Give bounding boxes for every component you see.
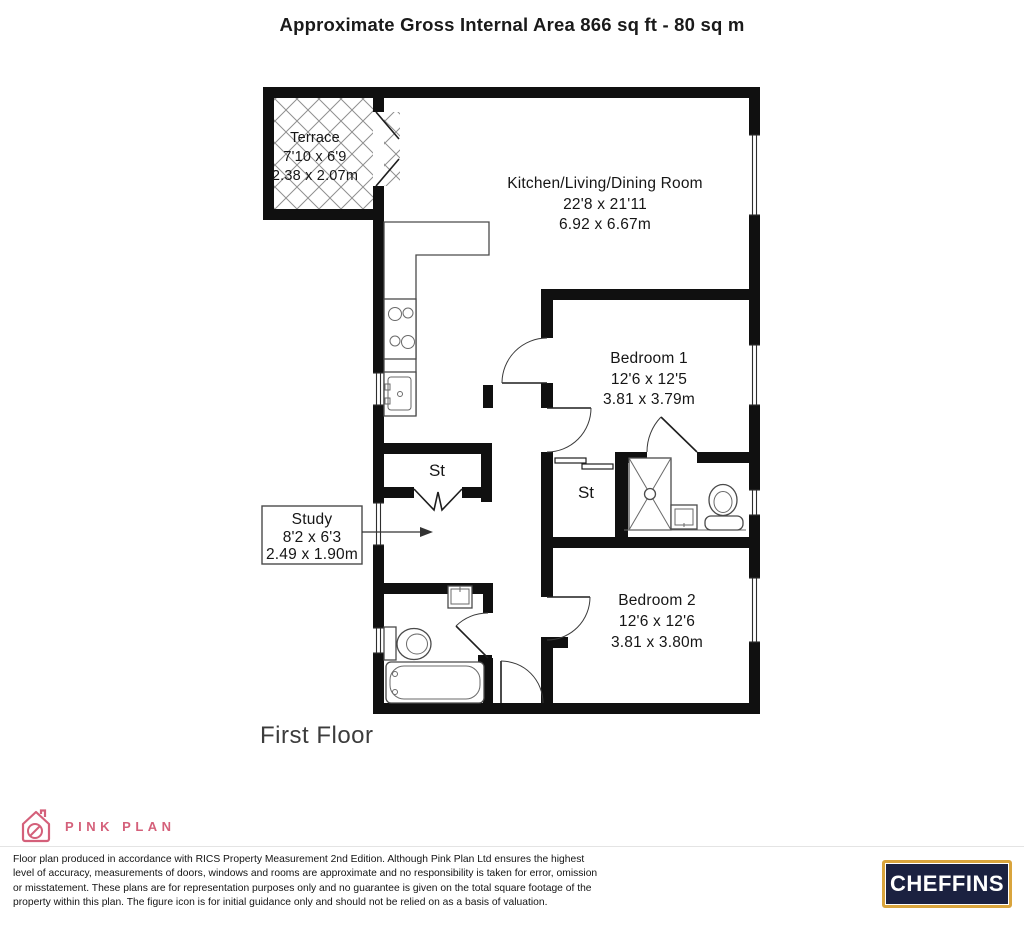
kitchen-name: Kitchen/Living/Dining Room xyxy=(507,175,703,192)
terrace-imperial: 7'10 x 6'9 xyxy=(283,149,346,165)
study-imperial: 8'2 x 6'3 xyxy=(283,529,342,546)
study-arrow-icon xyxy=(420,527,433,537)
bedroom2-imperial: 12'6 x 12'6 xyxy=(619,613,695,630)
storage1-label: St xyxy=(429,461,445,480)
kitchen-hob xyxy=(383,298,417,360)
terrace-name: Terrace xyxy=(290,130,340,146)
shower xyxy=(628,457,672,531)
disclaimer-text: Floor plan produced in accordance with R… xyxy=(13,853,597,911)
pink-plan-brand-text: PINK PLAN xyxy=(65,818,176,834)
disclaimer-line: or misstatement. These plans are for rep… xyxy=(13,882,592,894)
disclaimer-line: property within this plan. The figure ic… xyxy=(13,897,548,909)
ensuite-toilet xyxy=(704,483,744,531)
terrace-hatch xyxy=(274,98,400,209)
room-labels: Terrace 7'10 x 6'9 2.38 x 2.07m Kitchen/… xyxy=(272,130,703,651)
bedroom1-name: Bedroom 1 xyxy=(610,350,688,367)
study-name: Study xyxy=(292,511,333,528)
kitchen-sink xyxy=(383,371,417,417)
kitchen-imperial: 22'8 x 21'11 xyxy=(563,196,647,213)
bathroom-toilet xyxy=(383,626,432,661)
terrace-metric: 2.38 x 2.07m xyxy=(272,168,358,184)
page-title: Approximate Gross Internal Area 866 sq f… xyxy=(279,14,745,35)
cheffins-logo-text: CHEFFINS xyxy=(890,871,1004,896)
bedroom1-imperial: 12'6 x 12'5 xyxy=(611,371,687,388)
pink-plan-brand: PINK PLAN xyxy=(20,808,176,844)
terrace-door xyxy=(375,111,400,187)
bathroom-door xyxy=(455,612,489,659)
bedroom2-name: Bedroom 2 xyxy=(618,592,696,609)
storage1-bifold-door xyxy=(413,488,463,512)
hallway-door xyxy=(501,337,548,384)
window-kitchen-left xyxy=(373,372,384,406)
ensuite-door xyxy=(646,416,698,453)
study-metric: 2.49 x 1.90m xyxy=(266,546,358,563)
bathroom-sink xyxy=(447,585,473,609)
fixtures xyxy=(383,221,746,704)
bathtub xyxy=(385,661,485,704)
window-bathroom xyxy=(373,627,384,654)
window-ensuite xyxy=(749,489,760,516)
bedroom1-metric: 3.81 x 3.79m xyxy=(603,391,695,408)
window-bedroom1 xyxy=(749,344,760,406)
walls xyxy=(263,87,760,714)
ensuite-sink xyxy=(670,504,698,530)
floor-plan-drawing: Study 8'2 x 6'3 2.49 x 1.90m Terrace 7'1… xyxy=(261,87,760,714)
window-study xyxy=(373,502,384,546)
cheffins-logo: CHEFFINS xyxy=(882,860,1012,908)
storage2-label: St xyxy=(578,483,594,502)
study-callout: Study 8'2 x 6'3 2.49 x 1.90m xyxy=(261,505,433,565)
window-kitchen-right xyxy=(749,134,760,216)
bedroom2-door xyxy=(546,596,591,641)
footer-divider xyxy=(0,846,1024,847)
bedroom2-metric: 3.81 x 3.80m xyxy=(611,634,703,651)
bedroom1-door xyxy=(546,407,592,453)
disclaimer-line: Floor plan produced in accordance with R… xyxy=(13,854,585,865)
disclaimer-line: level of accuracy, measurements of doors… xyxy=(13,868,598,880)
floor-label: First Floor xyxy=(260,722,374,749)
pink-plan-house-icon xyxy=(21,809,51,843)
windows xyxy=(373,134,760,654)
doors xyxy=(375,111,698,704)
storage2-sliding-door xyxy=(554,457,614,470)
hall-nook-door xyxy=(500,660,544,704)
window-bedroom2 xyxy=(749,577,760,643)
kitchen-metric: 6.92 x 6.67m xyxy=(559,216,651,233)
